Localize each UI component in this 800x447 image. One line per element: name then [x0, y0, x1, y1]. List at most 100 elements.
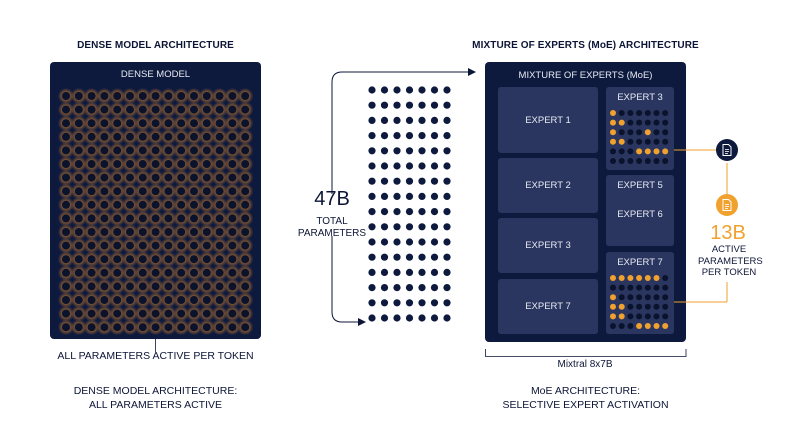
parameter-dot — [151, 92, 160, 100]
parameter-dot — [241, 241, 250, 250]
parameter-dot — [393, 116, 401, 124]
parameter-dot — [126, 92, 134, 100]
parameter-dot — [113, 268, 122, 277]
parameter-dot — [126, 296, 134, 304]
active-parameter-dot — [662, 323, 669, 329]
parameter-dot — [151, 296, 160, 304]
parameter-dot — [241, 119, 250, 128]
parameter-dot — [62, 309, 70, 318]
parameter-dot — [215, 282, 224, 291]
inactive-parameter-dot — [644, 313, 651, 320]
parameter-dot — [87, 228, 96, 236]
total-parameters-bracket — [331, 68, 476, 326]
parameter-dot — [164, 119, 173, 128]
parameter-dot — [190, 200, 198, 209]
inactive-parameter-dot — [644, 110, 651, 116]
inactive-parameter-dot — [627, 138, 634, 145]
expert-box-3: EXPERT 3 — [498, 218, 598, 273]
parameter-dot — [113, 228, 122, 236]
parameter-dot — [380, 162, 389, 170]
parameter-dot — [443, 238, 451, 246]
parameter-dot — [100, 200, 109, 209]
active-parameter-dot — [618, 275, 625, 281]
parameter-dot — [177, 268, 186, 277]
parameter-dot — [380, 314, 389, 322]
active-expert-top-dots — [610, 110, 669, 164]
moe-caption-line2: SELECTIVE EXPERT ACTIVATION — [502, 399, 669, 411]
dense-model-panel: DENSE MODEL — [50, 62, 261, 339]
parameter-dot — [443, 162, 451, 170]
mixtral-label: Mixtral 8x7B — [535, 359, 635, 370]
parameter-dot — [126, 255, 134, 264]
active-parameter-dot — [653, 275, 660, 281]
inactive-parameter-dot — [627, 284, 634, 291]
parameter-dot — [418, 162, 426, 170]
parameter-dot — [380, 238, 389, 246]
parameter-dot — [74, 146, 83, 155]
inactive-parameter-dot — [636, 294, 643, 301]
parameter-dot — [190, 228, 198, 236]
active-parameter-dot — [662, 148, 669, 155]
parameter-dot — [228, 323, 237, 332]
parameter-dot — [430, 177, 439, 185]
parameter-dot — [405, 101, 414, 109]
parameter-dot — [443, 147, 451, 155]
document-icon — [716, 194, 738, 216]
parameter-dot — [430, 116, 439, 124]
parameter-dot — [368, 208, 376, 216]
parameter-dot — [228, 268, 237, 277]
parameter-dot — [151, 105, 160, 114]
inactive-parameter-dot — [627, 313, 634, 320]
parameter-dot — [138, 228, 147, 236]
inactive-parameter-dot — [653, 119, 660, 126]
parameter-dot — [393, 299, 401, 307]
parameter-dot — [368, 116, 376, 124]
moe-panel-title: MIXTURE OF EXPERTS (MoE) — [518, 70, 653, 81]
parameter-dot — [368, 284, 376, 292]
dense-caption-line1: DENSE MODEL ARCHITECTURE: — [73, 385, 238, 397]
parameter-dot — [87, 146, 96, 155]
parameter-dot — [100, 214, 109, 223]
parameter-dot — [164, 228, 173, 236]
parameter-dot — [87, 255, 96, 264]
parameter-dot — [418, 132, 426, 140]
parameter-dot — [126, 241, 134, 250]
parameter-dot — [241, 187, 250, 196]
parameter-dot — [443, 299, 451, 307]
expert-box-7: EXPERT 7 — [498, 279, 598, 334]
parameter-dot — [138, 296, 147, 304]
parameter-dot — [368, 162, 376, 170]
parameter-dot — [113, 160, 122, 168]
parameter-dot — [177, 173, 186, 182]
parameter-dot — [74, 92, 83, 100]
inactive-parameter-dot — [627, 303, 634, 310]
parameter-dot — [368, 238, 376, 246]
parameter-dot — [443, 253, 451, 261]
parameter-dot — [113, 214, 122, 223]
parameter-dot — [430, 162, 439, 170]
parameter-dot — [151, 173, 160, 182]
inactive-parameter-dot — [610, 284, 616, 291]
parameter-dot — [418, 299, 426, 307]
parameter-dot — [74, 173, 83, 182]
parameter-dot — [87, 160, 96, 168]
parameter-dot — [138, 309, 147, 318]
parameter-dot — [393, 177, 401, 185]
parameter-dot — [418, 116, 426, 124]
parameter-dot — [368, 86, 376, 94]
parameter-dot — [430, 132, 439, 140]
parameter-dot — [202, 268, 211, 277]
parameter-dot — [138, 241, 147, 250]
parameter-dot — [190, 119, 198, 128]
inactive-parameter-dot — [662, 119, 669, 126]
inactive-parameter-dot — [636, 313, 643, 320]
parameter-dot — [138, 92, 147, 100]
dense-heading: DENSE MODEL ARCHITECTURE — [77, 40, 234, 51]
parameter-dot — [215, 160, 224, 168]
parameter-dot — [113, 282, 122, 291]
parameter-dot — [443, 192, 451, 200]
parameter-dot — [87, 323, 96, 332]
parameter-dot — [62, 132, 70, 141]
parameter-dot — [138, 160, 147, 168]
parameter-dot — [241, 214, 250, 223]
